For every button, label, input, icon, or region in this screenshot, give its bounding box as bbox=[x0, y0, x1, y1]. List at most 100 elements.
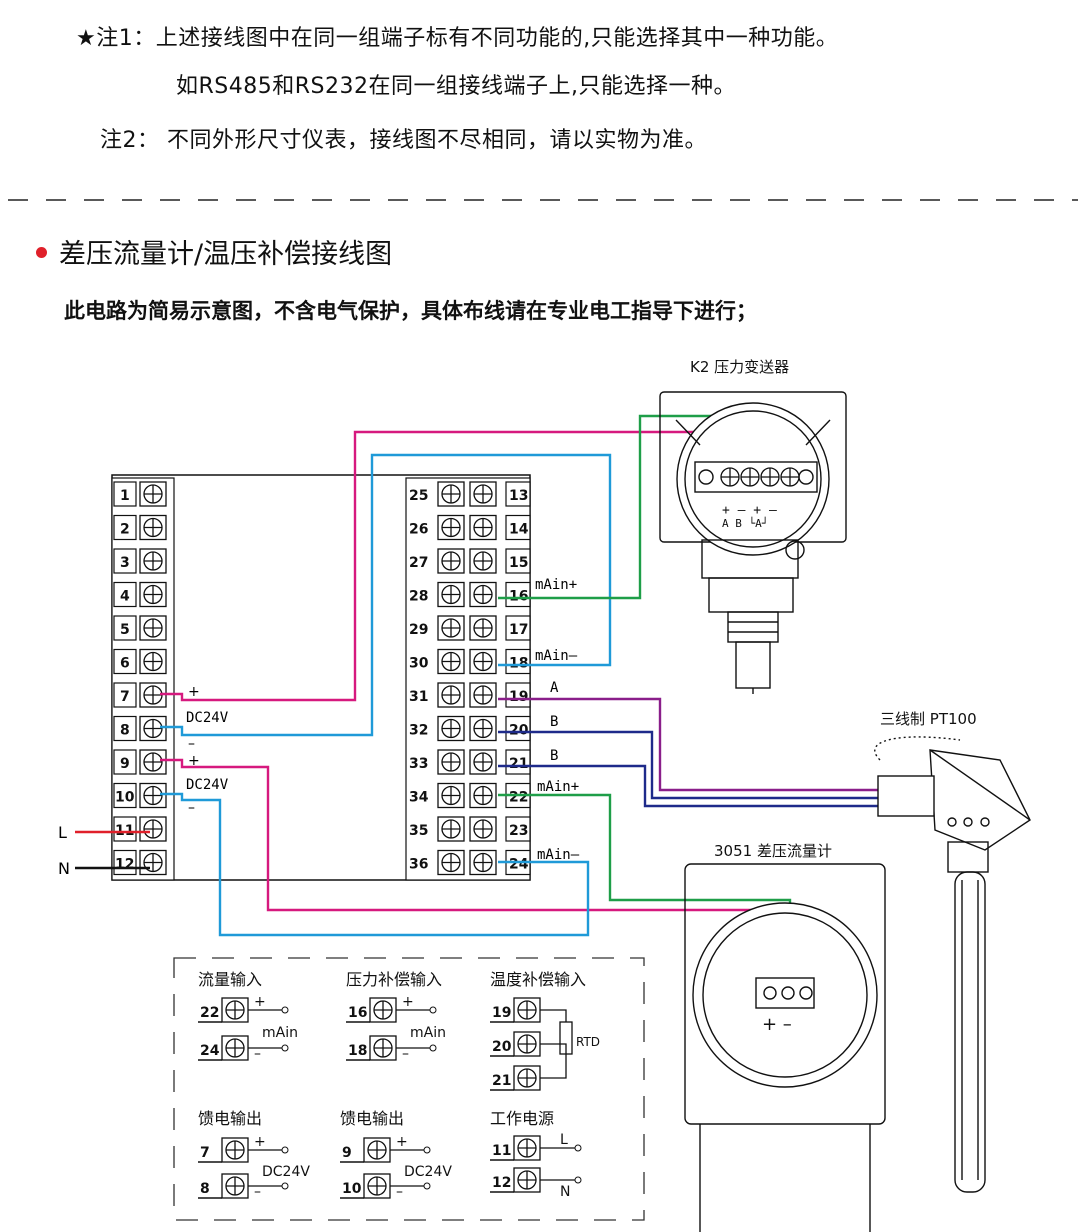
wire-8-30-blue bbox=[160, 453, 612, 737]
screw-terminal-icon bbox=[221, 997, 249, 1023]
k2-term-names: A B └A┘ bbox=[722, 516, 768, 530]
terminal-label-31: 31 bbox=[409, 689, 428, 705]
screw-terminal-icon bbox=[139, 715, 167, 742]
legend-terminal: 9 bbox=[340, 1137, 391, 1163]
terminal-label-36: 36 bbox=[409, 857, 428, 873]
terminal-label-28: 28 bbox=[409, 589, 428, 605]
terminal-number-box bbox=[505, 715, 531, 742]
screw-terminal-icon bbox=[369, 1035, 397, 1061]
terminal-number-box bbox=[113, 782, 137, 809]
note2: 注2： 不同外形尺寸仪表，接线图不尽相同，请以实物为准。 bbox=[100, 128, 707, 153]
terminal-number-box bbox=[505, 816, 531, 842]
bullet-dot-icon bbox=[36, 247, 47, 258]
screw-terminal-icon bbox=[469, 548, 497, 574]
terminal-number-box bbox=[113, 816, 137, 842]
terminal-number-box bbox=[505, 648, 531, 675]
legend-terminal-number: 10 bbox=[342, 1181, 362, 1197]
lead-minus: – bbox=[254, 1046, 261, 1062]
screw-terminal-icon bbox=[139, 615, 167, 641]
screw-terminal-icon bbox=[437, 615, 465, 641]
legend-terminal-number: 22 bbox=[200, 1005, 219, 1021]
terminal-number-box bbox=[113, 548, 137, 574]
terminal-number-box bbox=[505, 481, 531, 507]
legend-box bbox=[173, 957, 645, 1221]
screw-terminal-icon bbox=[469, 816, 497, 842]
screw-terminal-icon bbox=[437, 514, 465, 541]
terminal-label-14: 14 bbox=[509, 522, 529, 538]
screw-terminal-icon bbox=[469, 514, 497, 541]
legend-flow-leads: +–mAin bbox=[248, 994, 298, 1062]
label-main-plus-22: mAin+ bbox=[537, 779, 579, 795]
legend-terminal-number: 8 bbox=[200, 1181, 210, 1197]
label-plus-7: + bbox=[188, 684, 200, 700]
screw-terminal-icon bbox=[469, 749, 497, 775]
terminal-label-16: 16 bbox=[509, 589, 528, 605]
screw-terminal-icon bbox=[437, 648, 465, 675]
terminal-label-4: 4 bbox=[120, 589, 130, 605]
label-dc24v-9-10: DC24V bbox=[186, 777, 229, 793]
terminal-label-19: 19 bbox=[509, 689, 528, 705]
f3051-title: 3051 差压流量计 bbox=[714, 842, 832, 860]
legend-terminal: 10 bbox=[340, 1173, 391, 1199]
legend-power-leads: LN bbox=[540, 1132, 582, 1200]
terminal-number-box bbox=[113, 682, 137, 708]
screw-terminal-icon bbox=[437, 548, 465, 574]
legend-terminal-number: 18 bbox=[348, 1043, 367, 1059]
screw-terminal-icon bbox=[139, 481, 167, 507]
section-title: 差压流量计/温压补偿接线图 bbox=[36, 232, 392, 271]
label-main-plus-16: mAin+ bbox=[535, 577, 577, 593]
terminal-label-27: 27 bbox=[409, 555, 428, 571]
k2-screw-icon bbox=[720, 467, 740, 487]
legend-terminal-number: 24 bbox=[200, 1043, 220, 1059]
lead-signal: DC24V bbox=[404, 1164, 452, 1180]
k2-title: K2 压力变送器 bbox=[690, 358, 789, 376]
lead-signal: mAin bbox=[262, 1025, 298, 1041]
terminal-label-13: 13 bbox=[509, 488, 528, 504]
screw-terminal-icon bbox=[139, 648, 167, 675]
screw-terminal-icon bbox=[469, 715, 497, 742]
note1-line1: ★注1：上述接线图中在同一组端子标有不同功能的,只能选择其中一种功能。 bbox=[76, 26, 839, 51]
legend-terminal-number: 16 bbox=[348, 1005, 367, 1021]
terminal-label-12: 12 bbox=[115, 857, 134, 873]
screw-terminal-icon bbox=[437, 749, 465, 775]
terminal-number-box bbox=[113, 715, 137, 742]
screw-terminal-icon bbox=[139, 548, 167, 574]
terminal-number-box bbox=[113, 581, 137, 608]
legend-terminal-number: 9 bbox=[342, 1145, 352, 1161]
terminal-label-26: 26 bbox=[409, 522, 428, 538]
terminal-number-box bbox=[505, 615, 531, 641]
terminal-label-34: 34 bbox=[409, 790, 429, 806]
screw-terminal-icon bbox=[437, 682, 465, 708]
screw-terminal-icon bbox=[469, 849, 497, 876]
legend-title: 流量输入 bbox=[198, 970, 262, 989]
screw-terminal-icon bbox=[369, 997, 397, 1023]
power-l: L bbox=[560, 1132, 568, 1148]
terminal-label-18: 18 bbox=[509, 656, 528, 672]
screw-terminal-icon bbox=[469, 481, 497, 507]
legend-terminal-number: 20 bbox=[492, 1039, 512, 1055]
legend-terminal: 21 bbox=[490, 1065, 541, 1091]
terminal-label-25: 25 bbox=[409, 488, 428, 504]
screw-terminal-icon bbox=[513, 1031, 541, 1057]
screw-terminal-icon bbox=[513, 1065, 541, 1091]
label-minus-10: – bbox=[188, 800, 195, 816]
power-n: N bbox=[560, 1184, 570, 1200]
terminal-number-box bbox=[505, 548, 531, 574]
screw-terminal-icon bbox=[437, 715, 465, 742]
screw-terminal-icon bbox=[513, 997, 541, 1023]
terminal-label-9: 9 bbox=[120, 756, 130, 772]
label-main-minus-24: mAin– bbox=[537, 847, 580, 863]
lead-minus: – bbox=[402, 1046, 409, 1062]
legend-feed1-leads: +–DC24V bbox=[248, 1134, 310, 1200]
screw-terminal-icon bbox=[221, 1035, 249, 1061]
label-b-21: B bbox=[550, 748, 558, 764]
label-l: L bbox=[58, 823, 67, 842]
screw-terminal-icon bbox=[469, 682, 497, 708]
legend-terminal: 12 bbox=[490, 1167, 541, 1193]
label-minus-8: – bbox=[188, 736, 195, 752]
terminal-label-10: 10 bbox=[115, 790, 135, 806]
wire-10-24-blue bbox=[160, 792, 590, 937]
screw-terminal-icon bbox=[221, 1137, 249, 1163]
